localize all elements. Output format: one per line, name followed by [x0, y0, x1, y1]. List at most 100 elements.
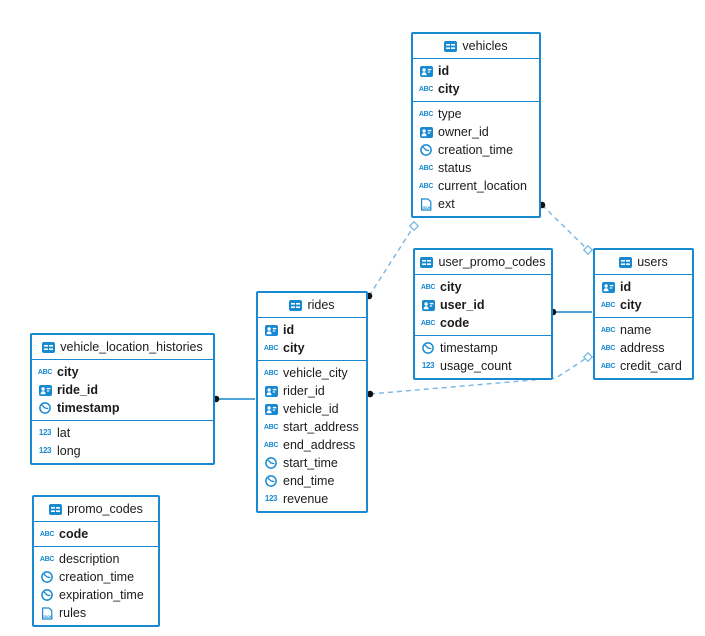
- abc-text-type-icon: ABC: [418, 110, 434, 118]
- primary-key-section: id ABC city: [413, 59, 539, 102]
- column-row-end_time[interactable]: end_time: [258, 472, 366, 490]
- column-row-id[interactable]: id: [595, 278, 692, 296]
- table-header[interactable]: users: [595, 250, 692, 275]
- column-name: vehicle_city: [283, 365, 348, 380]
- column-row-code[interactable]: ABC code: [415, 314, 551, 332]
- columns-section: 123 lat 123 long: [32, 421, 213, 463]
- table-header[interactable]: user_promo_codes: [415, 250, 551, 275]
- column-name: credit_card: [620, 358, 682, 373]
- column-row-long[interactable]: 123 long: [32, 442, 213, 460]
- table-grid-icon: [49, 503, 63, 515]
- column-row-city[interactable]: ABC city: [595, 296, 692, 314]
- column-row-city[interactable]: ABC city: [32, 363, 213, 381]
- table-name: promo_codes: [67, 502, 143, 516]
- table-grid-icon: [444, 40, 458, 52]
- primary-key-section: ABC code: [34, 522, 158, 547]
- column-row-lat[interactable]: 123 lat: [32, 424, 213, 442]
- column-row-vehicle_city[interactable]: ABC vehicle_city: [258, 364, 366, 382]
- column-row-rider_id[interactable]: rider_id: [258, 382, 366, 400]
- table-name: vehicles: [462, 39, 508, 53]
- column-row-start_address[interactable]: ABC start_address: [258, 418, 366, 436]
- 123-number-type-icon: 123: [421, 361, 435, 370]
- column-row-start_time[interactable]: start_time: [258, 454, 366, 472]
- column-row-creation_time[interactable]: creation_time: [34, 568, 158, 586]
- column-row-id[interactable]: id: [413, 62, 539, 80]
- column-row-description[interactable]: ABC description: [34, 550, 158, 568]
- relationship-endpoint-diamond: [408, 220, 420, 232]
- table-node-promo_codes[interactable]: promo_codes ABC code ABC description cre…: [32, 495, 160, 627]
- table-name: users: [637, 255, 668, 269]
- column-name: timestamp: [440, 340, 498, 355]
- table-grid-icon: [42, 341, 56, 353]
- column-name: ext: [438, 196, 455, 211]
- column-row-timestamp[interactable]: timestamp: [32, 399, 213, 417]
- table-name: rides: [307, 298, 335, 312]
- id-badge-icon: [418, 126, 434, 138]
- clock-type-icon: [263, 475, 279, 487]
- relationship-endpoint-diamond: [582, 351, 594, 363]
- column-row-current_location[interactable]: ABC current_location: [413, 177, 539, 195]
- id-badge-icon: [263, 403, 279, 415]
- column-row-name[interactable]: ABC name: [595, 321, 692, 339]
- primary-key-section: id ABC city: [258, 318, 366, 361]
- table-header[interactable]: rides: [258, 293, 366, 318]
- column-name: start_address: [283, 419, 359, 434]
- abc-text-type-icon: ABC: [39, 555, 55, 563]
- abc-text-type-icon: ABC: [263, 344, 279, 352]
- column-row-ext[interactable]: JSON ext: [413, 195, 539, 213]
- abc-text-type-icon: ABC: [263, 441, 279, 449]
- abc-text-type-icon: ABC: [418, 164, 434, 172]
- column-name: start_time: [283, 455, 338, 470]
- column-row-timestamp[interactable]: timestamp: [415, 339, 551, 357]
- relationship-rides-to-vehicles[interactable]: [368, 225, 415, 297]
- column-row-type[interactable]: ABC type: [413, 105, 539, 123]
- abc-text-type-icon: ABC: [600, 326, 616, 334]
- column-name: user_id: [440, 297, 485, 312]
- table-grid-icon: [420, 256, 434, 268]
- table-header[interactable]: vehicle_location_histories: [32, 335, 213, 360]
- column-name: code: [440, 315, 470, 330]
- svg-text:JSON: JSON: [422, 205, 432, 209]
- column-row-city[interactable]: ABC city: [413, 80, 539, 98]
- column-name: vehicle_id: [283, 401, 339, 416]
- column-name: type: [438, 106, 462, 121]
- table-header[interactable]: promo_codes: [34, 497, 158, 522]
- abc-text-type-icon: ABC: [418, 85, 434, 93]
- column-row-end_address[interactable]: ABC end_address: [258, 436, 366, 454]
- column-name: code: [59, 526, 89, 541]
- column-row-status[interactable]: ABC status: [413, 159, 539, 177]
- table-node-users[interactable]: users id ABC city ABC name ABC address A…: [593, 248, 694, 380]
- column-row-owner_id[interactable]: owner_id: [413, 123, 539, 141]
- abc-text-type-icon: ABC: [418, 182, 434, 190]
- relationship-endpoint-diamond: [582, 244, 594, 256]
- column-row-usage_count[interactable]: 123 usage_count: [415, 357, 551, 375]
- column-row-address[interactable]: ABC address: [595, 339, 692, 357]
- column-row-expiration_time[interactable]: expiration_time: [34, 586, 158, 604]
- column-row-city[interactable]: ABC city: [415, 278, 551, 296]
- column-row-rules[interactable]: JSON rules: [34, 604, 158, 622]
- table-header[interactable]: vehicles: [413, 34, 539, 59]
- table-node-user_promo_codes[interactable]: user_promo_codes ABC city user_id ABC co…: [413, 248, 553, 380]
- column-row-id[interactable]: id: [258, 321, 366, 339]
- column-row-revenue[interactable]: 123 revenue: [258, 490, 366, 508]
- 123-number-type-icon: 123: [264, 494, 278, 503]
- column-row-ride_id[interactable]: ride_id: [32, 381, 213, 399]
- column-row-vehicle_id[interactable]: vehicle_id: [258, 400, 366, 418]
- table-node-vehicle_location_histories[interactable]: vehicle_location_histories ABC city ride…: [30, 333, 215, 465]
- column-row-city[interactable]: ABC city: [258, 339, 366, 357]
- abc-text-type-icon: ABC: [420, 283, 436, 291]
- relationship-vehicles-to-users[interactable]: [541, 204, 589, 251]
- abc-text-type-icon: ABC: [263, 369, 279, 377]
- table-node-rides[interactable]: rides id ABC city ABC vehicle_city rider…: [256, 291, 368, 513]
- column-name: owner_id: [438, 124, 489, 139]
- column-row-user_id[interactable]: user_id: [415, 296, 551, 314]
- column-row-credit_card[interactable]: ABC credit_card: [595, 357, 692, 375]
- column-name: current_location: [438, 178, 527, 193]
- abc-text-type-icon: ABC: [39, 530, 55, 538]
- column-name: end_address: [283, 437, 356, 452]
- table-node-vehicles[interactable]: vehicles id ABC city ABC type owner_id c…: [411, 32, 541, 218]
- table-name: vehicle_location_histories: [60, 340, 203, 354]
- column-name: address: [620, 340, 665, 355]
- column-row-code[interactable]: ABC code: [34, 525, 158, 543]
- column-row-creation_time[interactable]: creation_time: [413, 141, 539, 159]
